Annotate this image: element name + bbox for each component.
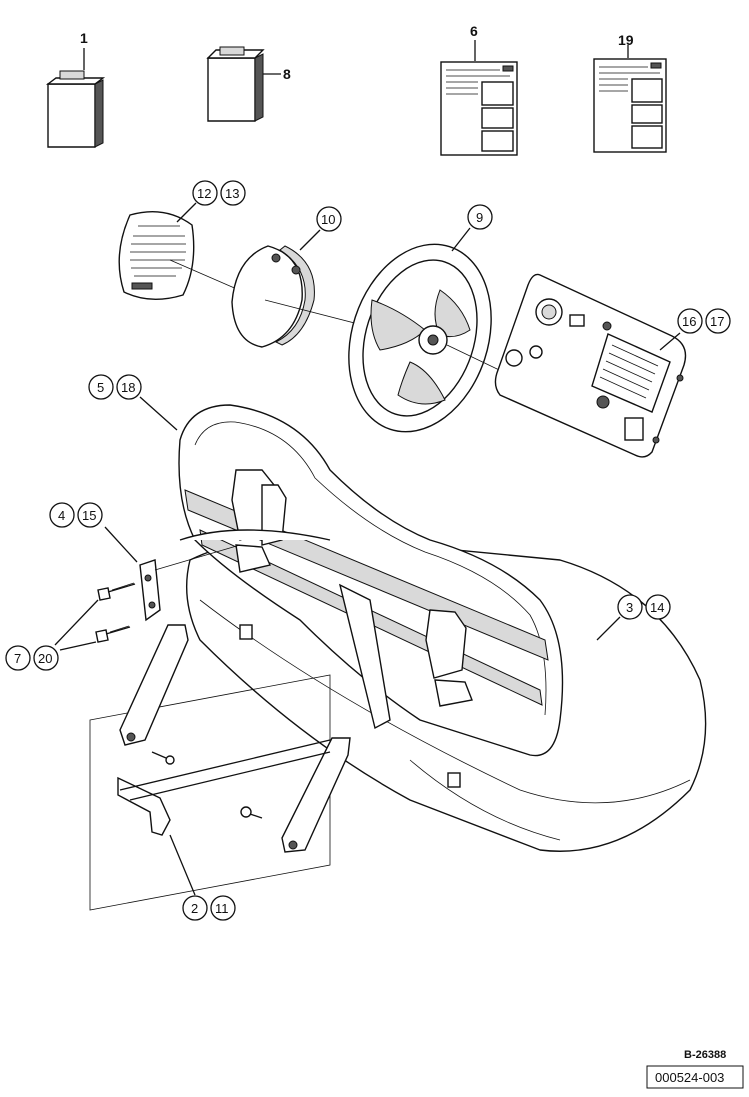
- callout-1: 1: [80, 30, 88, 46]
- bolt-icon: [240, 806, 263, 819]
- callout-2: 2: [191, 901, 198, 916]
- callout-3: 3: [626, 600, 633, 615]
- callout-4: 4: [58, 508, 65, 523]
- callout-14: 14: [650, 600, 664, 615]
- callout-18: 18: [121, 380, 135, 395]
- footer-codes: B-26388 000524-003: [646, 1049, 744, 1089]
- callout-10: 10: [321, 212, 335, 227]
- part-8-decal-pack: 8: [206, 46, 291, 122]
- callout-11: 11: [215, 901, 229, 916]
- part-4-15-mount-bracket: 4 15: [49, 502, 241, 622]
- doc-code: 000524-003: [655, 1070, 724, 1085]
- part-9-steering-wheel: 9: [348, 204, 521, 433]
- part-12-13-warning-decal: 12 13: [118, 180, 263, 301]
- callout-17: 17: [710, 314, 724, 329]
- part-16-17-dash-panel: 16 17: [494, 273, 731, 458]
- part-5-18-seat-back: 5 18: [88, 374, 564, 757]
- callout-13: 13: [225, 186, 239, 201]
- callout-8: 8: [283, 66, 291, 82]
- callout-16: 16: [682, 314, 696, 329]
- drawing-ref: B-26388: [684, 1049, 726, 1061]
- bolt-icon: [151, 751, 175, 765]
- callout-9: 9: [476, 210, 483, 225]
- part-10-steering-cap: 10: [231, 206, 441, 348]
- callout-15: 15: [82, 508, 96, 523]
- callout-20: 20: [38, 651, 52, 666]
- part-2-11-support-frame: 2 11: [89, 624, 351, 921]
- part-19-instruction-sheet: 19: [593, 32, 667, 153]
- callout-12: 12: [197, 186, 211, 201]
- callout-7: 7: [14, 651, 21, 666]
- part-6-instruction-sheet: 6: [440, 23, 518, 156]
- callout-19: 19: [618, 32, 634, 48]
- part-1-decal-pack: 1: [45, 30, 106, 148]
- callout-5: 5: [97, 380, 104, 395]
- callout-6: 6: [470, 23, 478, 39]
- part-7-20-bolts: 7 20: [5, 582, 136, 671]
